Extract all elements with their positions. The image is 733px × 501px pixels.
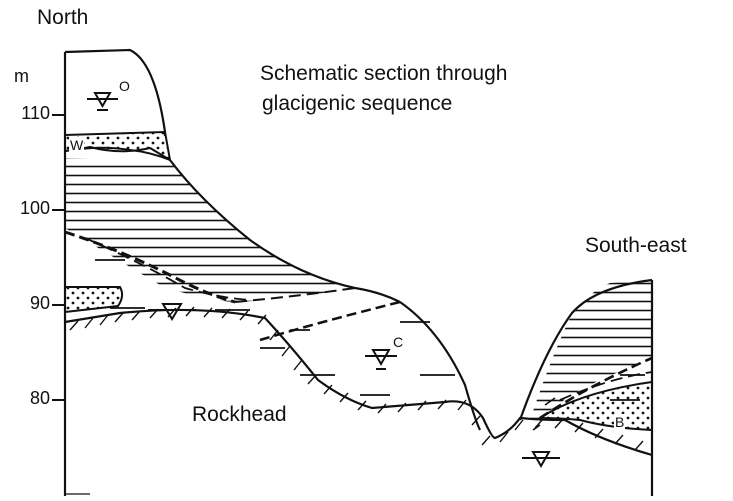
label-w: W: [69, 137, 84, 153]
axis-ticks: [52, 115, 65, 400]
hill-outline: [65, 50, 165, 136]
water-table-o-symbol: [87, 93, 118, 110]
heading-southeast: South-east: [585, 234, 687, 258]
axis-tick-110: 110: [4, 103, 50, 124]
label-c: C: [393, 334, 403, 350]
axis-unit-label: m: [14, 66, 29, 87]
water-table-south-symbol: [522, 452, 560, 466]
axis-tick-90: 90: [4, 293, 50, 314]
heading-north: North: [37, 6, 88, 30]
water-table-c-symbol: [365, 350, 397, 369]
label-b: B: [614, 414, 625, 430]
diagram-title-line1: Schematic section through: [260, 62, 507, 86]
axis-tick-80: 80: [4, 388, 50, 409]
laminated-layer-north: [65, 158, 355, 302]
label-o: O: [119, 78, 130, 94]
axis-tick-100: 100: [4, 198, 50, 219]
rockhead-label: Rockhead: [192, 403, 287, 427]
diagram-title-line2: glacigenic sequence: [262, 92, 452, 116]
